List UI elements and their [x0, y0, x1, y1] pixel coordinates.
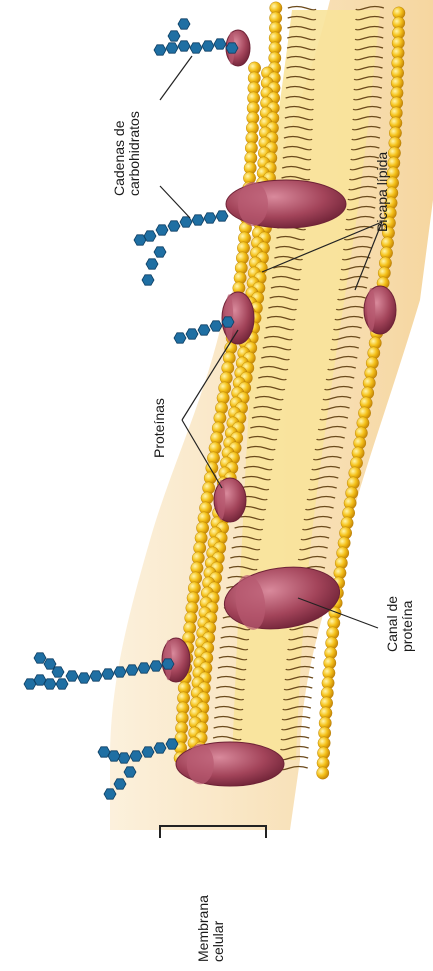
sugar-unit: [156, 225, 168, 235]
sugar-unit: [216, 211, 228, 221]
sugar-unit: [134, 235, 146, 245]
sugar-unit: [154, 743, 166, 753]
label-carbohydrate-chains-line2: carbohidratos: [127, 111, 142, 196]
sugar-unit: [154, 45, 166, 55]
sugar-unit: [66, 671, 78, 681]
sugar-unit: [198, 325, 210, 335]
leader-carbohydrate-mid: [160, 186, 190, 218]
label-lipid-bilayer: Bicapa lípida: [375, 152, 390, 232]
sugar-unit: [78, 673, 90, 683]
sugar-unit: [142, 275, 154, 285]
sugar-unit: [102, 669, 114, 679]
sugar-unit: [214, 39, 226, 49]
sugar-unit: [98, 747, 110, 757]
sugar-unit: [178, 19, 190, 29]
sugar-unit: [114, 779, 126, 789]
sugar-unit: [142, 747, 154, 757]
protein: [176, 742, 284, 786]
label-protein-channel-line2: proteína: [400, 596, 415, 652]
sugar-unit: [202, 41, 214, 51]
sugar-unit: [186, 329, 198, 339]
label-proteins-text: Proteínas: [152, 398, 167, 458]
sugar-unit: [180, 217, 192, 227]
sugar-unit: [130, 751, 142, 761]
label-cell-membrane: Membrana celular: [196, 895, 226, 962]
leader-carbohydrate-top: [160, 56, 192, 100]
label-carbohydrate-chains: Cadenas de carbohidratos: [112, 111, 142, 196]
sugar-unit: [210, 321, 222, 331]
label-proteins: Proteínas: [152, 398, 167, 458]
sugar-unit: [166, 739, 178, 749]
sugar-unit: [190, 43, 202, 53]
sugar-unit: [226, 43, 238, 53]
sugar-unit: [146, 259, 158, 269]
sugar-unit: [154, 247, 166, 257]
label-cell-membrane-line1: Membrana: [196, 895, 211, 962]
sugar-unit: [126, 665, 138, 675]
sugar-unit: [114, 667, 126, 677]
protein: [214, 478, 246, 522]
sugar-unit: [34, 653, 46, 663]
sugar-unit: [44, 679, 56, 689]
sugar-unit: [174, 333, 186, 343]
label-protein-channel: Canal de proteína: [385, 596, 415, 652]
sugar-unit: [178, 41, 190, 51]
label-lipid-bilayer-text: Bicapa lípida: [375, 152, 390, 232]
sugar-unit: [90, 671, 102, 681]
sugar-unit: [204, 213, 216, 223]
sugar-unit: [162, 659, 174, 669]
lipid-tail: [288, 7, 316, 10]
sugar-unit: [192, 215, 204, 225]
sugar-unit: [104, 789, 116, 799]
label-carbohydrate-chains-line1: Cadenas de: [112, 111, 127, 196]
sugar-unit: [168, 221, 180, 231]
sugar-unit: [222, 317, 234, 327]
protein: [364, 286, 396, 334]
label-protein-channel-line1: Canal de: [385, 596, 400, 652]
sugar-unit: [56, 679, 68, 689]
sugar-unit: [138, 663, 150, 673]
sugar-unit: [44, 659, 56, 669]
protein: [226, 180, 346, 228]
sugar-unit: [166, 43, 178, 53]
lipid-head: [317, 767, 329, 779]
sugar-unit: [124, 767, 136, 777]
sugar-unit: [168, 31, 180, 41]
sugar-unit: [118, 753, 130, 763]
label-cell-membrane-line2: celular: [211, 895, 226, 962]
sugar-unit: [150, 661, 162, 671]
